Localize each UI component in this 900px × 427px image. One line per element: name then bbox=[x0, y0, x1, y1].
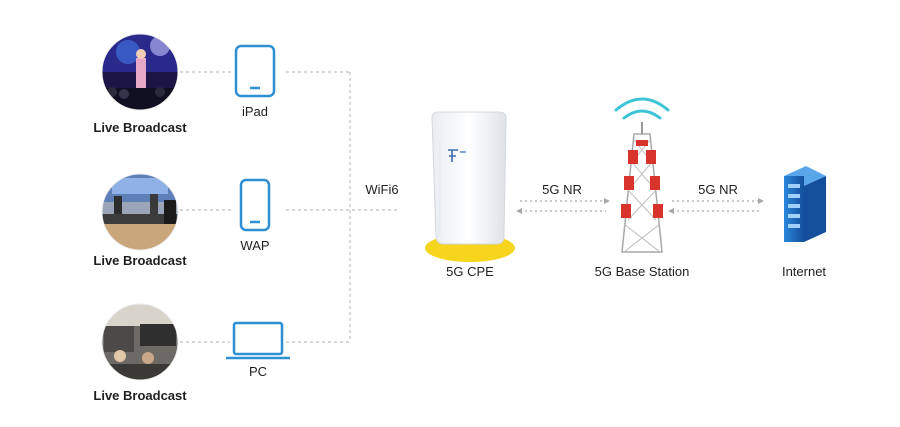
source-label-2: Live Broadcast bbox=[93, 253, 187, 268]
wifi-label: WiFi6 bbox=[365, 182, 399, 197]
tablet-icon bbox=[234, 44, 276, 98]
live-broadcast-photo-2 bbox=[102, 174, 178, 250]
internet-label: Internet bbox=[781, 264, 827, 279]
server-icon bbox=[784, 166, 826, 242]
device-label-pc: PC bbox=[248, 364, 268, 379]
phone-icon bbox=[239, 178, 271, 232]
device-label-wap: WAP bbox=[240, 238, 270, 253]
device-label-ipad: iPad bbox=[241, 104, 269, 119]
cpe-label: 5G CPE bbox=[446, 264, 494, 279]
photo-frame-1 bbox=[101, 33, 179, 111]
live-broadcast-photo-1 bbox=[102, 34, 178, 110]
photo-frame-3 bbox=[101, 303, 179, 381]
source-label-1: Live Broadcast bbox=[93, 120, 187, 135]
nr-link-1 bbox=[520, 200, 606, 212]
base-station-tower-icon bbox=[621, 122, 663, 253]
source-label-3: Live Broadcast bbox=[93, 388, 187, 403]
laptop-icon bbox=[226, 321, 290, 360]
nr-label-1: 5G NR bbox=[542, 182, 582, 197]
connector-lines bbox=[180, 71, 400, 343]
nr-label-2: 5G NR bbox=[698, 182, 738, 197]
nr-link-2 bbox=[672, 200, 760, 212]
photo-frame-2 bbox=[101, 173, 179, 251]
signal-waves-icon bbox=[614, 97, 670, 120]
base-station-label: 5G Base Station bbox=[594, 264, 690, 279]
cpe-device bbox=[425, 111, 515, 262]
live-broadcast-photo-3 bbox=[102, 304, 178, 380]
